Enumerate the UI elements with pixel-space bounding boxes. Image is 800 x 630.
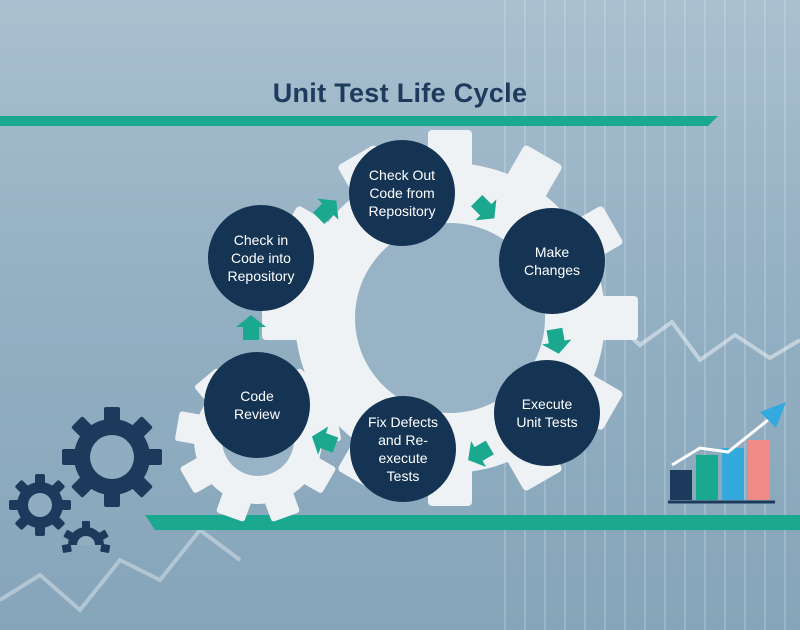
dark-gear-small-icon bbox=[9, 474, 71, 536]
arrow-review-to-checkin bbox=[236, 315, 266, 340]
step-check-out-code: Check Out Code from Repository bbox=[349, 140, 455, 246]
diagram-title: Unit Test Life Cycle bbox=[272, 78, 528, 108]
step-make-changes: Make Changes bbox=[499, 208, 605, 314]
step-execute-unit-tests: Execute Unit Tests bbox=[494, 360, 600, 466]
top-divider bbox=[0, 116, 718, 126]
background-trend-line-left bbox=[0, 527, 242, 613]
arrow-fix-to-review bbox=[311, 426, 339, 455]
arrow-changes-to-execute bbox=[541, 327, 572, 354]
step-code-review: Code Review bbox=[204, 352, 310, 458]
dark-gear-icon bbox=[62, 407, 162, 507]
bottom-divider bbox=[145, 515, 800, 530]
growth-chart-icon bbox=[668, 402, 786, 504]
arrow-checkin-to-checkout bbox=[312, 198, 339, 225]
step-check-in-code: Check in Code into Repository bbox=[208, 205, 314, 311]
dark-gear-half-icon bbox=[61, 521, 111, 553]
arrow-execute-to-fix bbox=[468, 440, 494, 467]
step-fix-defects: Fix Defects and Re-execute Tests bbox=[350, 396, 456, 502]
arrow-checkout-to-changes bbox=[470, 194, 497, 221]
